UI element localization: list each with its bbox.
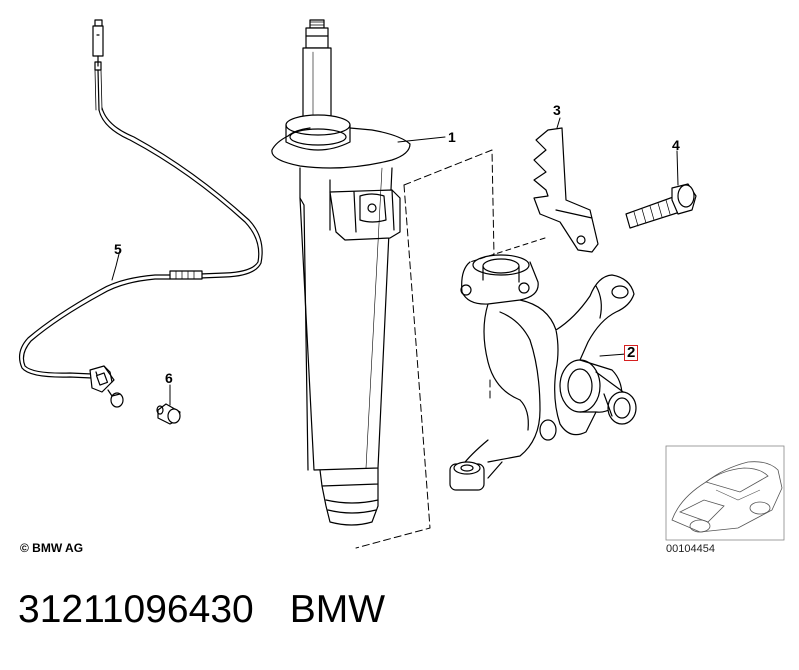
part-number: 31211096430 [18, 588, 254, 631]
callout-1: 1 [448, 129, 456, 145]
callout-leaders [111, 117, 679, 406]
hex-bolt [625, 183, 697, 229]
dashed-reference-frame [355, 149, 495, 549]
callout-5: 5 [114, 241, 122, 257]
wheel-speed-sensor-cable [18, 19, 263, 408]
callout-3: 3 [553, 102, 561, 118]
sensor-bolt [156, 403, 181, 425]
copyright-notice: © BMW AG [20, 541, 84, 555]
callout-2-highlighted: 2 [624, 345, 639, 361]
part-caption: 31211096430 BMW [18, 588, 385, 632]
callout-6: 6 [165, 370, 173, 386]
brake-line-bracket [533, 127, 599, 253]
vehicle-thumbnail [665, 445, 785, 541]
callout-4: 4 [672, 137, 680, 153]
brand-name: BMW [289, 588, 386, 631]
suspension-strut [271, 19, 411, 526]
steering-knuckle [449, 254, 637, 491]
diagram-id: 00104454 [666, 543, 715, 555]
